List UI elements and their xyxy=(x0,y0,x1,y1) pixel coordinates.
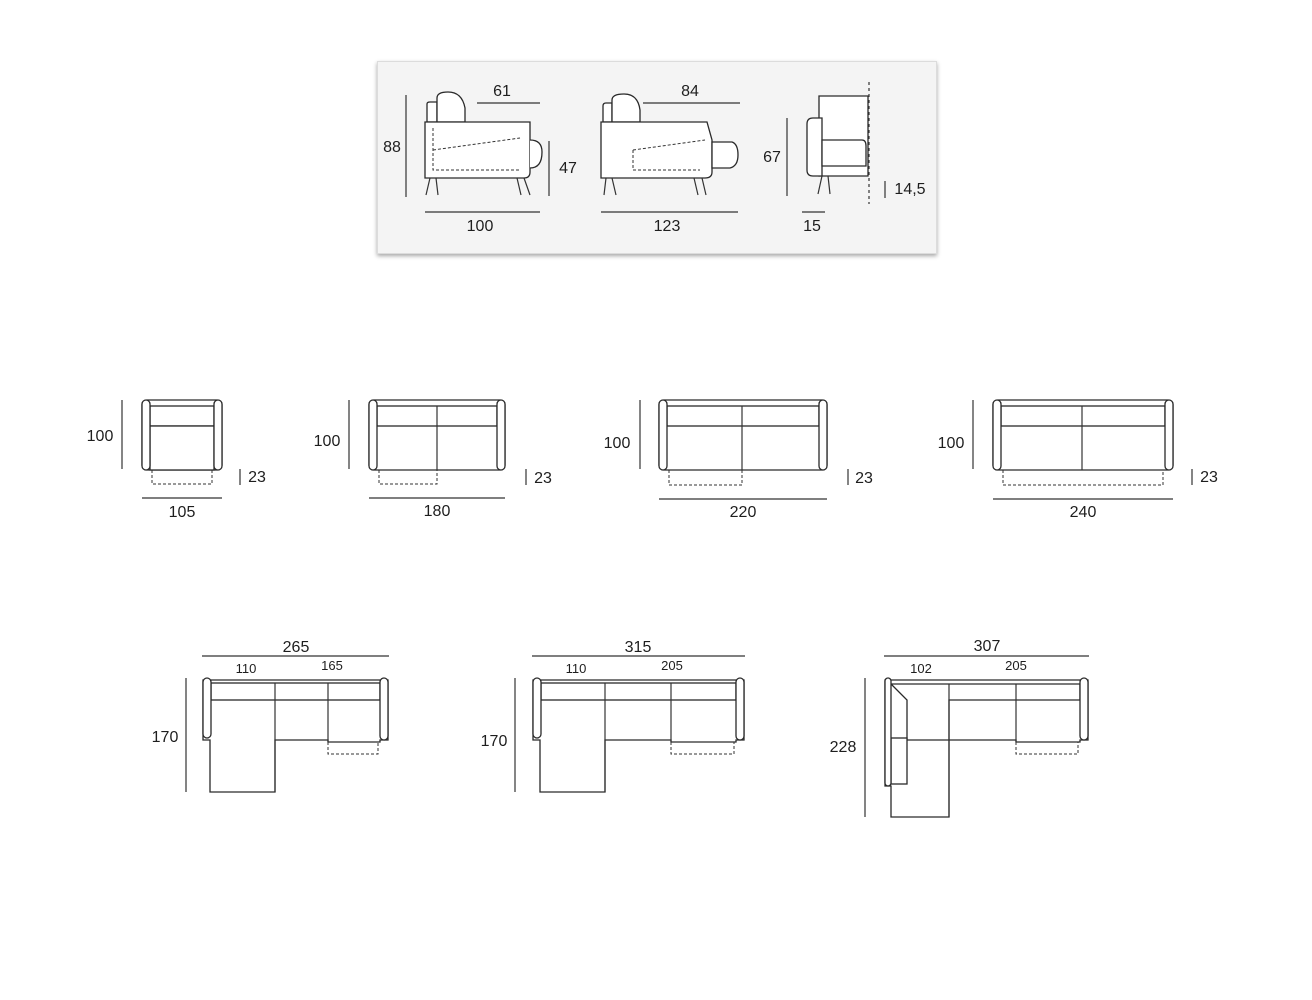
unit-4-height-label: 100 xyxy=(938,435,965,452)
corner-1-total-width-label: 265 xyxy=(283,639,310,656)
unit-3-extension-label: 23 xyxy=(855,470,873,487)
corner-2-depth-label: 170 xyxy=(481,733,508,750)
unit-1-height-label: 100 xyxy=(87,428,114,445)
extended-depth-123-label: 123 xyxy=(654,218,681,235)
clearance-14-5-label: 14,5 xyxy=(894,181,925,198)
corner-sofa-315-plan xyxy=(514,655,745,793)
unit-1-width-label: 105 xyxy=(169,504,196,521)
unit-2-extension-label: 23 xyxy=(534,470,552,487)
corner-3-right-width-label: 205 xyxy=(1005,658,1027,673)
seat-depth-61-label: 61 xyxy=(493,83,511,100)
side-profile-standard xyxy=(405,91,550,213)
corner-sofa-307-plan xyxy=(864,655,1089,818)
side-profile-extended xyxy=(600,93,740,213)
unit-3-height-label: 100 xyxy=(604,435,631,452)
corner-3-depth-label: 228 xyxy=(830,739,857,756)
arm-profile xyxy=(786,82,886,213)
extended-seat-84-label: 84 xyxy=(681,83,699,100)
unit-2-width-label: 180 xyxy=(424,503,451,520)
depth-100-label: 100 xyxy=(467,218,494,235)
corner-1-depth-label: 170 xyxy=(152,729,179,746)
corner-3-total-width-label: 307 xyxy=(974,638,1001,655)
unit-2-height-label: 100 xyxy=(314,433,341,450)
corner-2-left-width-label: 110 xyxy=(566,661,587,676)
height-88-label: 88 xyxy=(383,139,401,156)
sofa-180-plan xyxy=(348,399,527,499)
corner-2-total-width-label: 315 xyxy=(625,639,652,656)
unit-3-width-label: 220 xyxy=(730,504,757,521)
corner-1-right-width-label: 165 xyxy=(321,658,343,673)
seat-height-47-label: 47 xyxy=(559,160,577,177)
armchair-plan xyxy=(121,399,241,499)
unit-4-width-label: 240 xyxy=(1070,504,1097,521)
arm-width-15-label: 15 xyxy=(803,218,821,235)
sofa-220-plan xyxy=(639,399,849,500)
arm-height-67-label: 67 xyxy=(763,149,781,166)
corner-1-left-width-label: 110 xyxy=(236,661,257,676)
corner-2-right-width-label: 205 xyxy=(661,658,683,673)
unit-1-extension-label: 23 xyxy=(248,469,266,486)
sofa-240-plan xyxy=(972,399,1193,500)
unit-4-extension-label: 23 xyxy=(1200,469,1218,486)
corner-sofa-265-plan xyxy=(185,655,389,793)
corner-3-left-width-label: 102 xyxy=(910,661,932,676)
